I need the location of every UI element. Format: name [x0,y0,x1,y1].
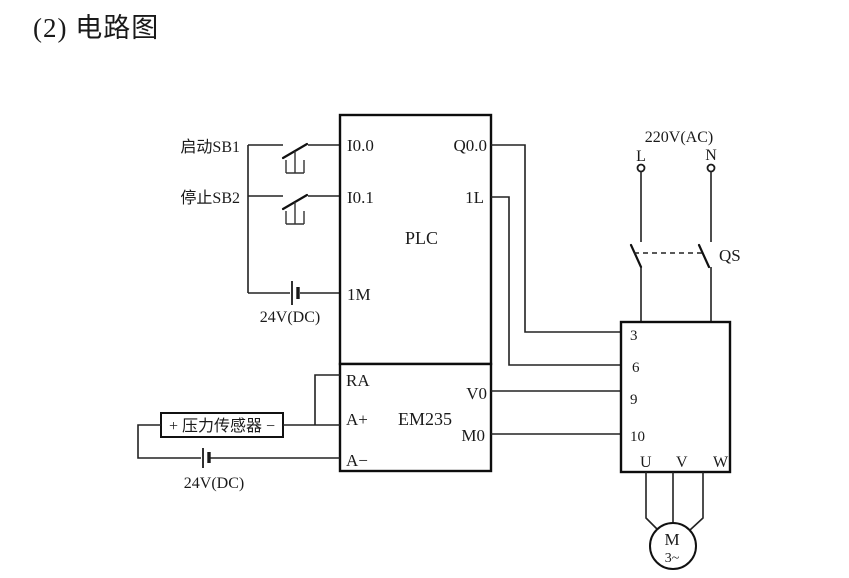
dc-sensor-label: 24V(DC) [184,475,244,492]
inverter-box [619,320,732,474]
qs-left-blade [629,243,643,269]
motor-phase-label: 3~ [665,551,680,566]
qs-right-blade [697,243,711,269]
motor-label: M [664,530,679,549]
motor-circle-icon [649,522,697,570]
neutral-terminal-label: N [705,147,717,164]
inverter-terminal-v: V [676,454,688,471]
start-button-label: 启动SB1 [180,138,240,156]
sensor-return-wire [137,424,340,459]
em235-pin-v0: V0 [466,384,487,403]
dc-input-label: 24V(DC) [260,309,320,326]
plc-block: I0.0 I0.1 1M PLC Q0.0 1L [338,113,493,366]
inverter-terminal-6: 6 [632,360,640,376]
inverter-terminal-9: 9 [630,392,638,408]
em235-block: RA A+ A− EM235 V0 M0 [338,362,493,473]
plc-pin-1l: 1L [465,188,484,207]
q00-to-terminal3-wire [491,144,621,333]
em235-pin-a-plus: A+ [346,410,368,429]
w-phase-wire [689,472,704,531]
ac-supply-circuit: 220V(AC) L N QS [629,129,741,322]
1l-to-terminal6-wire [491,196,621,366]
em235-pin-ra: RA [346,371,370,390]
em235-pin-a-minus: A− [346,451,368,470]
motor-circuit: M 3~ [645,472,704,570]
plc-label: PLC [405,228,438,248]
plc-box [338,113,493,366]
ra-jumper-wire [314,374,340,425]
pressure-sensor-label: + 压力传感器 − [169,417,275,435]
plc-pin-i00: I0.0 [347,136,374,155]
interconnect-wires [491,144,621,435]
plc-pin-q00: Q0.0 [453,136,487,155]
inverter-block: 3 6 9 10 U V W [619,320,732,474]
stop-button-label: 停止SB2 [180,189,240,207]
inverter-terminal-10: 10 [630,429,645,445]
em235-pin-m0: M0 [461,426,485,445]
u-phase-wire [645,472,659,531]
inverter-terminal-u: U [640,454,652,471]
line-terminal-icon [636,163,646,173]
em235-label: EM235 [398,409,452,429]
qs-label: QS [719,246,741,265]
plc-pin-i01: I0.1 [347,188,374,207]
line-terminal-label: L [636,148,646,165]
ac-voltage-label: 220V(AC) [645,129,713,146]
neutral-terminal-icon [706,163,716,173]
sb2-pushbutton-actuator-icon [285,202,305,225]
inverter-terminal-w: W [713,454,729,471]
sb1-pushbutton-actuator-icon [285,151,305,174]
inverter-terminal-3: 3 [630,328,638,344]
start-stop-circuit: 启动SB1 停止SB2 24V(DC) [180,138,340,326]
em235-box [338,362,493,473]
plc-pin-1m: 1M [347,285,371,304]
pressure-sensor-box [160,412,284,438]
pressure-sensor-circuit: + 压力传感器 − 24V(DC) [137,374,340,492]
page-title: (2) 电路图 [33,13,159,43]
